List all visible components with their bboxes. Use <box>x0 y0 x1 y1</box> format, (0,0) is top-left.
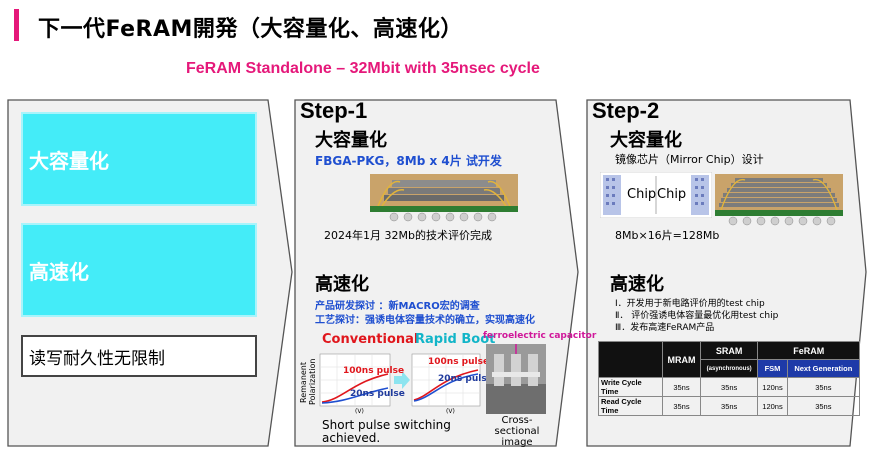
header-feram: FeRAM <box>757 341 860 360</box>
step2-capacity: 8Mb×16片=128Mb <box>615 229 720 242</box>
conventional-label: Conventional <box>322 332 419 347</box>
step2-capacity-heading: 大容量化 <box>610 130 682 151</box>
table-row: Read Cycle Time 35ns 35ns 120ns 35ns <box>598 396 861 416</box>
y-axis-label: Remanent Polarization <box>299 358 317 406</box>
step2-speed-heading: 高速化 <box>610 274 664 295</box>
step1-speed-line2: 工艺探讨：强诱电体容量技术的确立，实现高速化 <box>315 315 535 326</box>
step1-speed-heading: 高速化 <box>315 274 369 295</box>
header-sram: SRAM <box>699 341 759 360</box>
cross-section-image <box>486 344 546 414</box>
header-next-gen: Next Generation <box>786 359 861 378</box>
arrow-icon <box>394 371 410 389</box>
step2-label: Step-2 <box>592 98 660 123</box>
header-fsm: FSM <box>757 359 788 378</box>
cell-fsm: 120ns <box>757 377 788 397</box>
page-title: 下一代FeRAM開発（大容量化、高速化） <box>38 17 463 42</box>
rapid-boot-label: Rapid Boot <box>415 332 496 347</box>
rapid-boot-plot <box>411 353 481 407</box>
x-axis-label-conv: (V) <box>355 408 364 415</box>
pulse-20-rapid: 20ns pulse <box>438 374 493 384</box>
step1-capacity-result: 2024年1月 32Mb的技术评价完成 <box>324 229 492 242</box>
cell-sram: 35ns <box>699 377 759 397</box>
comparison-table: MRAM SRAM FeRAM (asynchronous) FSM Next … <box>598 341 861 416</box>
header-mram: MRAM <box>662 341 701 378</box>
step2-plan-2: Ⅱ． 评价强诱电体容量最优化用test chip <box>615 311 779 321</box>
cross-section-caption: Cross-sectional image <box>494 415 540 448</box>
step1-capacity-heading: 大容量化 <box>315 130 387 151</box>
cell-mram: 35ns <box>662 377 701 397</box>
pulse-100-conv: 100ns pulse <box>343 366 405 376</box>
x-axis-label-rapid: (V) <box>446 408 455 415</box>
cell-next: 35ns <box>786 377 861 397</box>
table-corner <box>598 341 663 378</box>
mirror-chip-image <box>600 172 712 218</box>
step1-speed-line1: 产品研发探讨 ：新MACRO宏的调查 <box>315 301 480 312</box>
pulse-20-conv: 20ns pulse <box>350 389 405 399</box>
pulse-100-rapid: 100ns pulse <box>428 357 490 367</box>
cell-sram: 35ns <box>699 396 759 416</box>
cell-mram: 35ns <box>662 396 701 416</box>
header-sram-note: (asynchronous) <box>699 359 759 378</box>
conventional-plot <box>319 353 391 407</box>
step1-capacity-desc: FBGA-PKG，8Mb x 4片 试开发 <box>315 154 502 168</box>
step2-capacity-desc: 镜像芯片（Mirror Chip）设计 <box>615 153 764 166</box>
cell-next: 35ns <box>786 396 861 416</box>
stacked-package-image <box>715 174 843 226</box>
step2-plan-1: Ⅰ．开发用于新电路评价用的test chip <box>615 299 765 309</box>
fbga-package-image <box>370 174 518 222</box>
table-row: Write Cycle Time 35ns 35ns 120ns 35ns <box>598 377 861 397</box>
row-label: Read Cycle Time <box>598 396 663 416</box>
table-header-row: MRAM SRAM FeRAM <box>598 341 860 378</box>
chip-left-label: Chip <box>627 187 657 202</box>
page-subtitle: FeRAM Standalone – 32Mbit with 35nsec cy… <box>186 60 540 77</box>
step1-summary: Short pulse switching achieved. <box>322 418 451 445</box>
cell-fsm: 120ns <box>757 396 788 416</box>
step1-label: Step-1 <box>300 98 368 123</box>
title-accent-bar <box>14 9 19 41</box>
table-subheader-row: (asynchronous) FSM Next Generation <box>599 359 861 378</box>
left-item-capacity: 大容量化 <box>21 112 257 206</box>
left-item-endurance: 读写耐久性无限制 <box>21 335 257 377</box>
step2-plan-3: Ⅲ．发布高速FeRAM产品 <box>615 323 715 333</box>
chip-right-label: Chip <box>657 187 687 202</box>
polarization-plots <box>319 353 481 407</box>
left-item-speed: 高速化 <box>21 223 257 317</box>
row-label: Write Cycle Time <box>598 377 663 397</box>
capacitor-label: ferroelectric capacitor <box>483 331 597 341</box>
